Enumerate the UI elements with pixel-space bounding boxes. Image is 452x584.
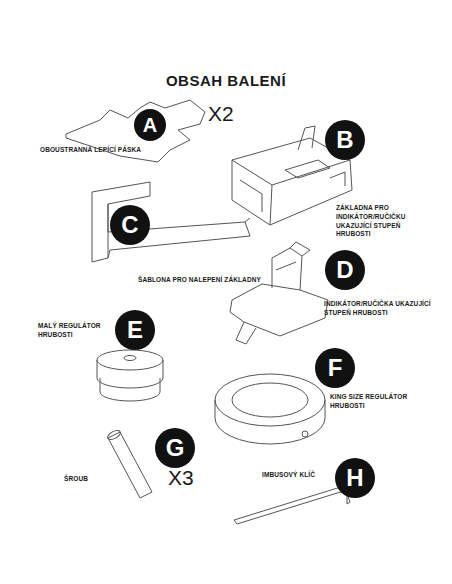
callout-letter: C <box>121 213 138 237</box>
template-drawing <box>92 182 250 262</box>
callout-circle: D <box>325 250 365 290</box>
part-name: OBOUSTRANNÁ LEPÍCÍ PÁSKA <box>40 146 190 155</box>
callout-letter: B <box>336 128 353 152</box>
hex-key-drawing <box>234 486 350 524</box>
callout-circle: F <box>315 348 355 388</box>
callout-circle: G <box>155 428 195 468</box>
part-name: IMBUSOVÝ KLÍČ <box>262 471 342 480</box>
callout-circle: B <box>325 120 365 160</box>
title: OBSAH BALENÍ <box>0 72 452 89</box>
part-name: KING SIZE REGULÁTOR HRUBOSTI <box>330 393 430 411</box>
callout-circle: H <box>335 458 375 498</box>
part-name: ŠROUB <box>64 475 104 484</box>
callout-circle: E <box>115 310 155 350</box>
small-regulator-drawing <box>97 350 163 401</box>
callout-letter: F <box>328 356 343 380</box>
callout-circle: C <box>110 205 150 245</box>
indicator-drawing <box>230 242 328 344</box>
callout-circle: A <box>134 109 166 141</box>
part-name: ZÁKLADNA PRO INDIKÁTOR/RUČIČKU UKAZUJÍCÍ… <box>336 204 436 239</box>
part-name: INDIKÁTOR/RUČIČKA UKAZUJÍCÍ STUPEŇ HRUBO… <box>324 300 434 318</box>
king-regulator-drawing <box>215 374 325 444</box>
callout-letter: H <box>346 466 363 490</box>
callout-letter: G <box>166 436 185 460</box>
part-name: MALÝ REGULÁTOR HRUBOSTI <box>38 322 110 340</box>
quantity-label: X3 <box>168 464 218 492</box>
screw-drawing <box>106 429 152 498</box>
callout-letter: A <box>143 115 157 135</box>
callout-letter: D <box>336 258 353 282</box>
quantity-label: X2 <box>208 100 258 128</box>
part-name: ŠABLONA PRO NALEPENÍ ZÁKLADNY <box>138 276 278 285</box>
callout-letter: E <box>127 318 143 342</box>
